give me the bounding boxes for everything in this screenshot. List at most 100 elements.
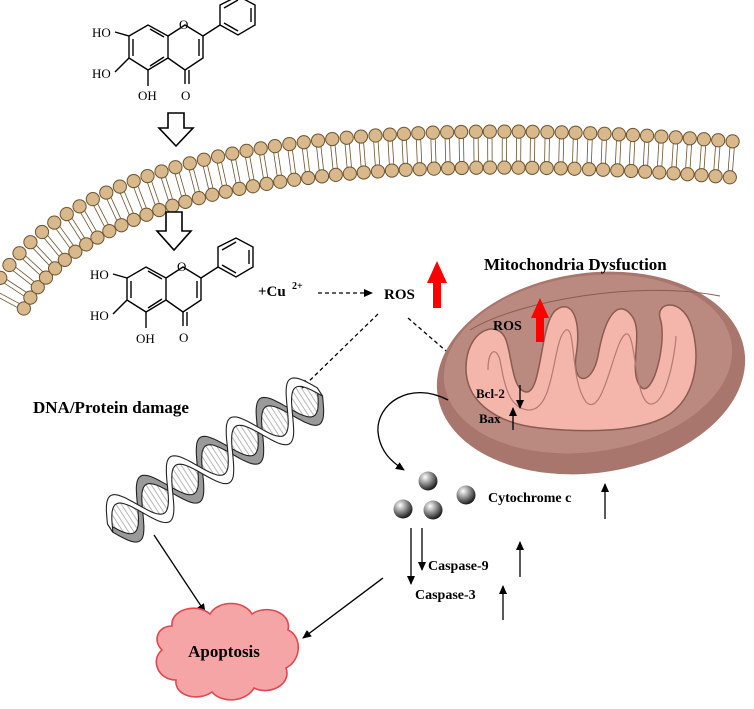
lipid-head bbox=[38, 270, 54, 285]
carbonyl-oxygen-label: O bbox=[181, 88, 190, 103]
lipid-head bbox=[583, 126, 598, 141]
lipid-head bbox=[469, 160, 484, 175]
lipid-head bbox=[267, 139, 282, 154]
lipid-head bbox=[57, 252, 72, 267]
lipid-head bbox=[342, 166, 357, 181]
hydroxyl-label: HO bbox=[90, 308, 109, 323]
cristae-lines bbox=[487, 329, 677, 411]
lipid-head bbox=[440, 125, 455, 140]
lipid-head bbox=[382, 127, 397, 142]
lipid-head bbox=[595, 162, 611, 177]
lipid-head bbox=[99, 185, 114, 200]
lipid-head bbox=[314, 169, 330, 184]
cytochrome-c-label: Cytochrome c bbox=[488, 491, 571, 506]
lipid-head bbox=[139, 207, 154, 222]
lipid-head bbox=[711, 133, 726, 148]
lipid-head bbox=[259, 176, 274, 192]
lipid-head bbox=[253, 141, 268, 156]
dna-backbone-strand bbox=[105, 377, 324, 533]
caspase-3-label: Caspase-3 bbox=[415, 588, 476, 603]
lipid-head bbox=[682, 131, 697, 146]
ros-label: ROS bbox=[384, 287, 415, 303]
lipid-head bbox=[625, 127, 641, 143]
dna-base-pair bbox=[207, 440, 231, 475]
lipid-head bbox=[652, 165, 667, 180]
lipid-head bbox=[232, 181, 247, 196]
mitochondrion bbox=[436, 271, 746, 475]
hydroxyl-label: HO bbox=[92, 25, 111, 40]
lipid-head bbox=[72, 199, 87, 214]
lipid-head bbox=[708, 169, 723, 184]
hydroxyl-label: OH bbox=[138, 88, 157, 103]
lipid-head bbox=[396, 126, 412, 141]
lipid-head bbox=[90, 230, 105, 245]
lipid-head bbox=[68, 244, 83, 259]
lipid-head bbox=[296, 135, 311, 150]
apoptosis-label: Apoptosis bbox=[188, 642, 260, 661]
ring-oxygen-label: O bbox=[177, 259, 186, 274]
lipid-head bbox=[497, 124, 512, 139]
lipid-head bbox=[79, 237, 94, 252]
lipid-head bbox=[328, 167, 343, 183]
lipid-head bbox=[114, 218, 129, 233]
lipid-head bbox=[47, 215, 62, 230]
lipid-head bbox=[554, 125, 569, 140]
lipid-head bbox=[245, 179, 261, 194]
dna-base-pair bbox=[169, 464, 193, 500]
carbonyl-oxygen-label: O bbox=[179, 330, 188, 345]
lipid-head bbox=[553, 161, 568, 176]
lipid-head bbox=[0, 270, 8, 285]
lipid-head bbox=[301, 170, 316, 186]
lipid-head bbox=[368, 128, 383, 143]
bax-label: Bax bbox=[479, 411, 501, 426]
lipid-head bbox=[398, 162, 413, 177]
lipid-head bbox=[85, 192, 100, 207]
dna-base-pair bbox=[177, 459, 201, 495]
lipid-head bbox=[59, 207, 74, 222]
dna-base-pair bbox=[147, 479, 171, 514]
lipid-head bbox=[339, 130, 354, 145]
lipid-head bbox=[34, 224, 50, 240]
hollow-arrow-top bbox=[157, 112, 195, 148]
lipid-head bbox=[16, 301, 31, 316]
hydroxyl-label: HO bbox=[90, 267, 109, 282]
dna-base-pair bbox=[117, 498, 141, 534]
lipid-head bbox=[126, 212, 141, 227]
caspase-9-label: Caspase-9 bbox=[428, 559, 489, 574]
dna-double-helix bbox=[105, 377, 325, 543]
dna-base-pair bbox=[297, 381, 321, 417]
lipid-head bbox=[722, 170, 737, 185]
lipid-head bbox=[412, 162, 427, 177]
ros-to-dna-arrow bbox=[301, 313, 379, 389]
lipid-head bbox=[597, 126, 612, 141]
dna-base-pair bbox=[259, 406, 283, 441]
lipid-head bbox=[384, 163, 400, 178]
lipid-head bbox=[482, 124, 497, 139]
lipid-head bbox=[440, 161, 456, 176]
lipid-head bbox=[525, 124, 540, 139]
lipid-head bbox=[196, 152, 211, 167]
mitochondrion-ridge-upper bbox=[469, 289, 721, 331]
dna-protein-damage-label: DNA/Protein damage bbox=[33, 398, 189, 417]
lipid-head bbox=[511, 124, 526, 139]
lipid-head bbox=[218, 184, 233, 199]
lipid-head bbox=[191, 191, 206, 206]
ros-to-mito-arrow bbox=[407, 317, 454, 358]
lipid-head bbox=[112, 179, 127, 194]
lipid-head bbox=[12, 246, 27, 261]
lipid-head bbox=[581, 162, 597, 177]
lipid-head bbox=[539, 160, 554, 176]
lipid-head bbox=[725, 134, 740, 149]
red-up-arrow-ros bbox=[427, 261, 447, 308]
lipid-head bbox=[525, 160, 540, 175]
mitochondrion-inner-membrane bbox=[465, 304, 697, 432]
lipid-head bbox=[654, 129, 669, 144]
dna-base-pair bbox=[267, 401, 291, 436]
copper-ion-charge: 2+ bbox=[292, 281, 303, 292]
lipid-head bbox=[540, 124, 555, 140]
dna-base-pair bbox=[109, 503, 133, 539]
lipid-head bbox=[611, 127, 627, 142]
lipid-head bbox=[454, 124, 469, 140]
lipid-head bbox=[126, 173, 141, 189]
red-up-arrow-mito bbox=[531, 298, 549, 342]
